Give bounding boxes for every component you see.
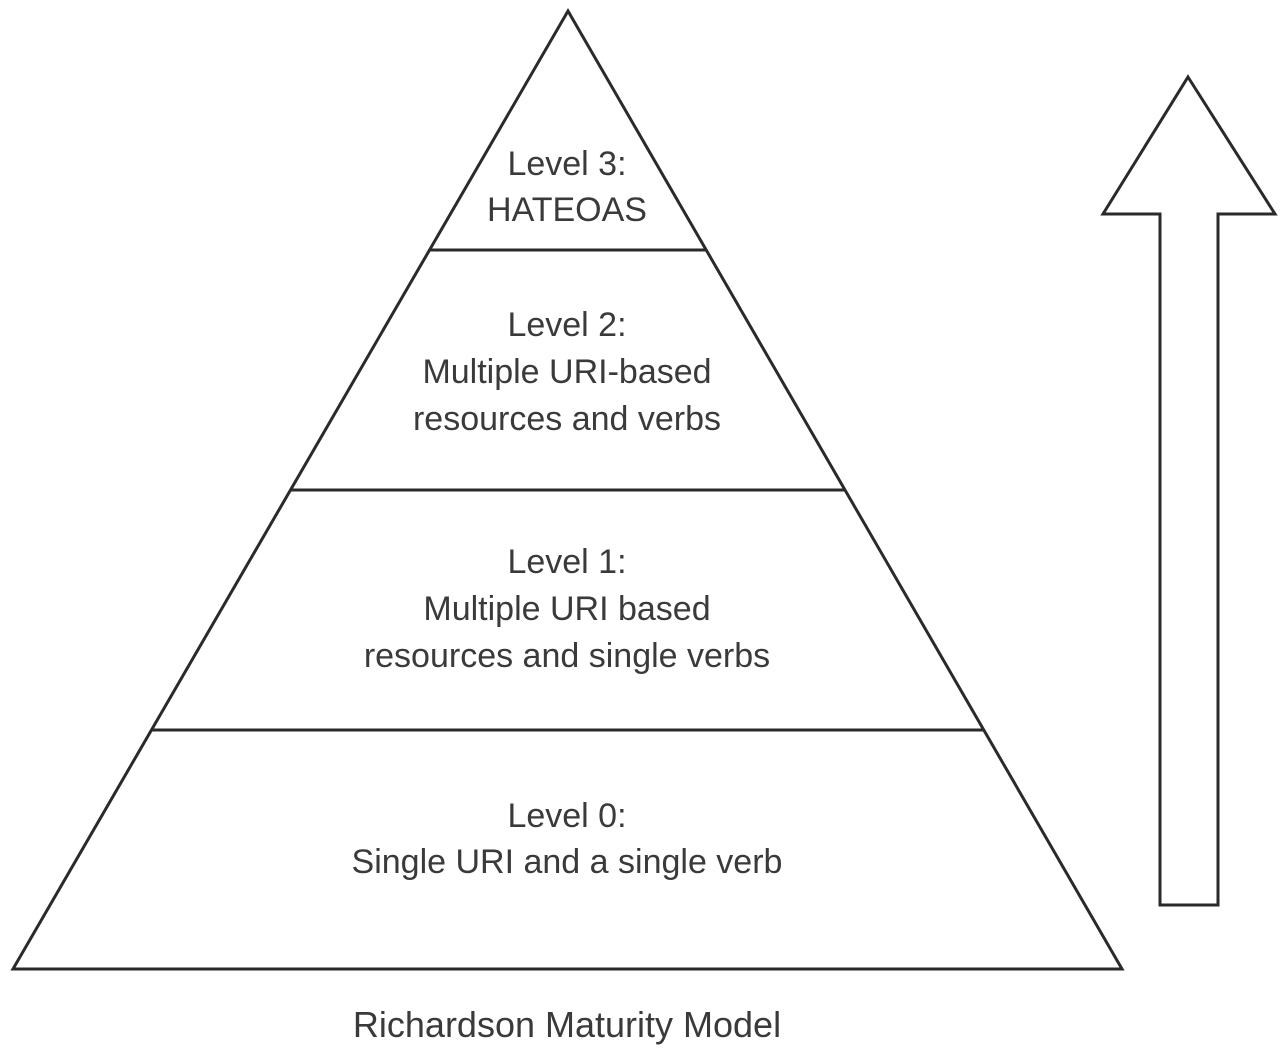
level-1-title: Level 1:	[507, 543, 626, 581]
level-1-description-line-2: resources and single verbs	[364, 637, 770, 675]
level-3-description: HATEOAS	[487, 191, 647, 229]
diagram-caption: Richardson Maturity Model	[353, 1004, 781, 1045]
level-2-band: Level 2: Multiple URI-based resources an…	[413, 306, 721, 438]
level-2-description-line-1: Multiple URI-based	[422, 353, 711, 391]
level-3-title: Level 3:	[507, 145, 626, 183]
level-3-band: Level 3: HATEOAS	[487, 145, 647, 229]
level-2-description-line-2: resources and verbs	[413, 400, 721, 438]
level-0-band: Level 0: Single URI and a single verb	[352, 797, 783, 881]
level-2-title: Level 2:	[507, 306, 626, 344]
level-0-title: Level 0:	[507, 797, 626, 835]
up-arrow-icon	[1100, 74, 1278, 907]
level-1-band: Level 1: Multiple URI based resources an…	[364, 543, 770, 675]
level-0-description: Single URI and a single verb	[352, 843, 783, 881]
level-1-description-line-1: Multiple URI based	[423, 590, 710, 628]
